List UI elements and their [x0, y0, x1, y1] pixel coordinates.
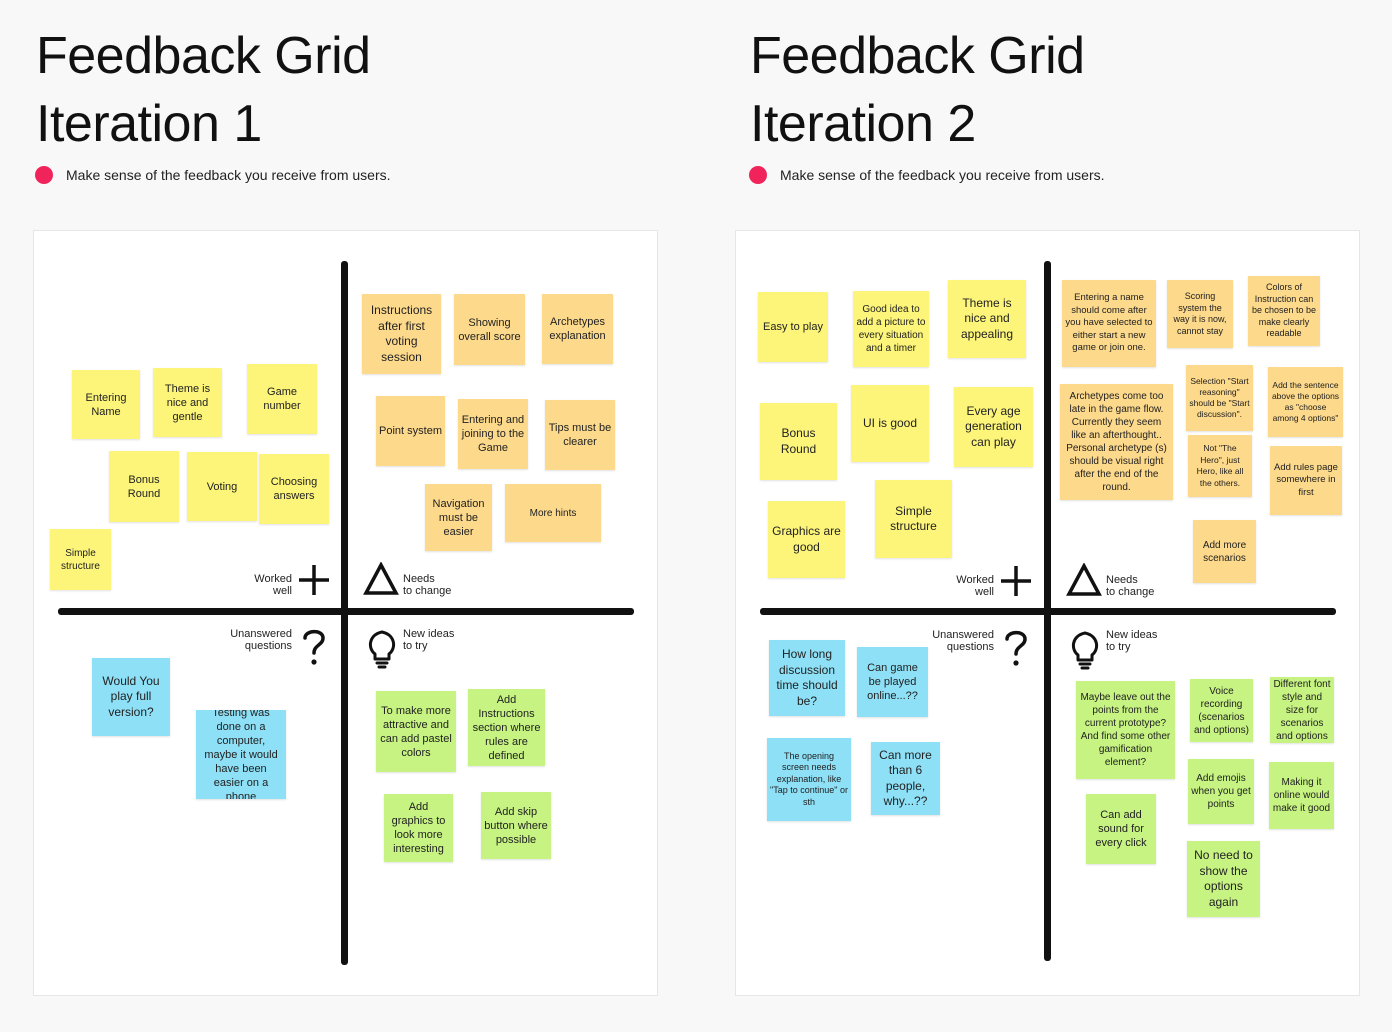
sticky-note[interactable]: Testing was done on a computer, maybe it…: [196, 710, 286, 799]
sticky-note[interactable]: Archetypes explanation: [542, 294, 613, 364]
label-worked-well: Worked well: [254, 573, 292, 597]
triangle-delta-icon: [363, 562, 399, 595]
label-worked-well: Worked well: [956, 574, 994, 598]
sticky-note[interactable]: Good idea to add a picture to every situ…: [853, 291, 929, 367]
label-unanswered-questions: Unanswered questions: [932, 629, 994, 653]
lightbulb-icon: [1071, 631, 1099, 670]
title-line-2: Iteration 2: [750, 95, 976, 153]
sticky-note[interactable]: Simple structure: [875, 480, 952, 558]
sticky-note[interactable]: Simple structure: [50, 529, 111, 590]
sticky-note[interactable]: Can more than 6 people, why...??: [871, 742, 940, 815]
sticky-note[interactable]: Not "The Hero", just Hero, like all the …: [1188, 435, 1252, 497]
sticky-note[interactable]: Instructions after first voting session: [362, 294, 441, 374]
iteration-1-panel: Feedback Grid Iteration 1 Make sense of …: [33, 22, 658, 996]
sticky-note[interactable]: Every age generation can play: [954, 387, 1033, 467]
sticky-note[interactable]: How long discussion time should be?: [769, 640, 845, 716]
sticky-note[interactable]: Making it online would make it good: [1269, 762, 1334, 829]
sticky-note[interactable]: Add emojis when you get points: [1188, 759, 1254, 824]
feedback-board: Worked well Needs to change Unanswered q…: [735, 230, 1360, 996]
label-unanswered-questions: Unanswered questions: [230, 628, 292, 652]
sticky-note[interactable]: Can game be played online...??: [857, 647, 928, 717]
plus-icon: [1001, 566, 1031, 596]
sticky-note[interactable]: Navigation must be easier: [425, 484, 492, 551]
subtitle: Make sense of the feedback you receive f…: [780, 167, 1105, 183]
sticky-note[interactable]: Maybe leave out the points from the curr…: [1076, 681, 1175, 779]
page-title: Feedback Grid Iteration 1: [36, 22, 371, 158]
bullet-dot-icon: [749, 166, 767, 184]
sticky-note[interactable]: Entering Name: [72, 370, 140, 439]
sticky-note[interactable]: Selection "Start reasoning" should be "S…: [1186, 365, 1253, 431]
sticky-note[interactable]: Bonus Round: [109, 451, 179, 522]
sticky-note[interactable]: Entering a name should come after you ha…: [1062, 280, 1156, 367]
sticky-note[interactable]: Bonus Round: [760, 403, 837, 480]
sticky-note[interactable]: More hints: [505, 484, 601, 542]
subtitle-row: Make sense of the feedback you receive f…: [35, 166, 391, 184]
sticky-note[interactable]: Colors of Instruction can be chosen to b…: [1248, 276, 1320, 346]
subtitle: Make sense of the feedback you receive f…: [66, 167, 391, 183]
sticky-note[interactable]: Add Instructions section where rules are…: [468, 689, 545, 766]
sticky-note[interactable]: Showing overall score: [454, 294, 525, 365]
sticky-note[interactable]: Can add sound for every click: [1086, 794, 1156, 864]
sticky-note[interactable]: Point system: [376, 396, 445, 466]
feedback-board: Worked well Needs to change Unanswered q…: [33, 230, 658, 996]
plus-icon: [299, 565, 329, 595]
sticky-note[interactable]: Graphics are good: [768, 501, 845, 578]
sticky-note[interactable]: Entering and joining to the Game: [458, 399, 528, 469]
sticky-note[interactable]: Tips must be clearer: [545, 400, 615, 470]
sticky-note[interactable]: Add graphics to look more interesting: [384, 794, 453, 862]
sticky-note[interactable]: Theme is nice and appealing: [948, 280, 1026, 358]
label-new-ideas: New ideas to try: [1106, 629, 1158, 653]
sticky-note[interactable]: Voting: [187, 452, 257, 521]
sticky-note[interactable]: Would You play full version?: [92, 658, 170, 736]
question-mark-icon: [1005, 630, 1027, 666]
sticky-note[interactable]: Different font style and size for scenar…: [1270, 677, 1334, 743]
page-title: Feedback Grid Iteration 2: [750, 22, 1085, 158]
label-new-ideas: New ideas to try: [403, 628, 455, 652]
sticky-note[interactable]: Add more scenarios: [1193, 520, 1256, 583]
sticky-note[interactable]: Add the sentence above the options as "c…: [1268, 367, 1343, 437]
bullet-dot-icon: [35, 166, 53, 184]
subtitle-row: Make sense of the feedback you receive f…: [749, 166, 1105, 184]
sticky-note[interactable]: To make more attractive and can add past…: [376, 691, 456, 772]
sticky-note[interactable]: Easy to play: [758, 292, 828, 362]
sticky-note[interactable]: Game number: [247, 364, 317, 434]
sticky-note[interactable]: The opening screen needs explanation, li…: [767, 738, 851, 821]
sticky-note[interactable]: Voice recording (scenarios and options): [1190, 679, 1253, 742]
sticky-note[interactable]: Choosing answers: [259, 454, 329, 524]
title-line-1: Feedback Grid: [750, 27, 1085, 85]
sticky-note[interactable]: Archetypes come too late in the game flo…: [1060, 384, 1173, 500]
triangle-delta-icon: [1066, 563, 1102, 596]
label-needs-change: Needs to change: [1106, 574, 1155, 598]
iteration-2-panel: Feedback Grid Iteration 2 Make sense of …: [714, 0, 1392, 1032]
question-mark-icon: [303, 629, 325, 665]
sticky-note[interactable]: UI is good: [851, 385, 929, 462]
title-line-2: Iteration 1: [36, 95, 262, 153]
sticky-note[interactable]: Theme is nice and gentle: [153, 368, 222, 437]
sticky-note[interactable]: Add rules page somewhere in first: [1270, 446, 1342, 515]
title-line-1: Feedback Grid: [36, 27, 371, 85]
sticky-note[interactable]: No need to show the options again: [1187, 841, 1260, 917]
label-needs-change: Needs to change: [403, 573, 452, 597]
horizontal-axis: [760, 608, 1336, 615]
lightbulb-icon: [368, 630, 396, 669]
sticky-note[interactable]: Scoring system the way it is now, cannot…: [1167, 280, 1233, 348]
horizontal-axis: [58, 608, 634, 615]
sticky-note[interactable]: Add skip button where possible: [481, 792, 551, 859]
